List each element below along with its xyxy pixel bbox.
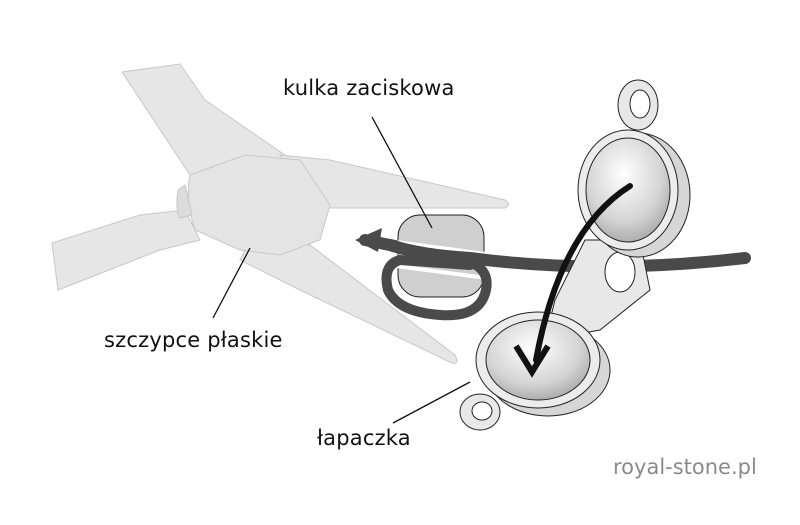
cord-icon — [355, 228, 751, 321]
leader-lines — [212, 116, 471, 424]
label-clamp-bead: kulka zaciskowa — [283, 76, 455, 100]
label-catch: łapaczka — [317, 426, 411, 450]
pliers-icon — [51, 63, 509, 364]
label-flat-pliers: szczypce płaskie — [104, 328, 283, 352]
fold-arrow-icon — [513, 183, 633, 378]
watermark: royal-stone.pl — [613, 455, 757, 479]
